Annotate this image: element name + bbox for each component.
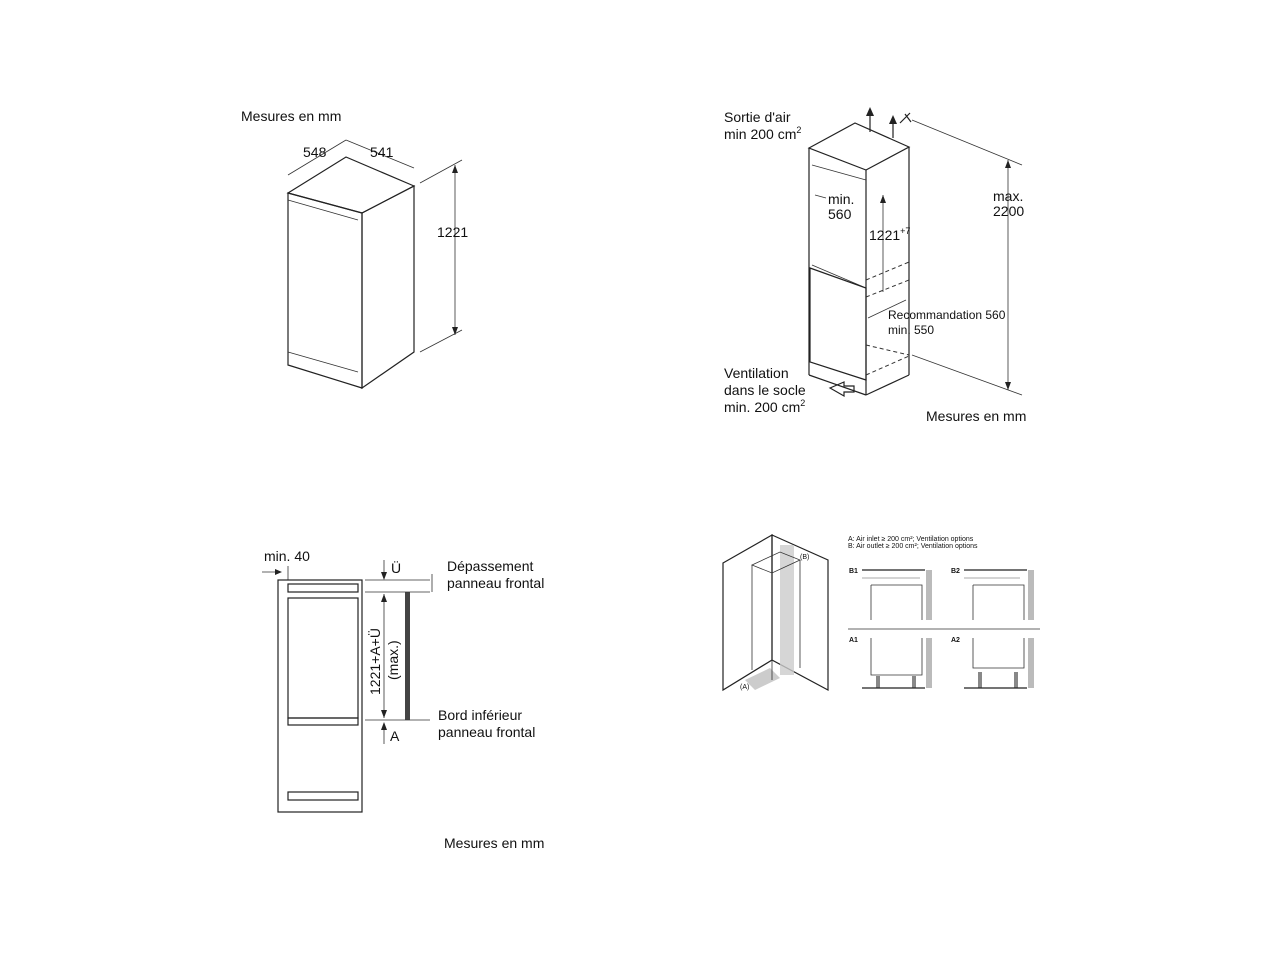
dimension-lines [814, 119, 1023, 396]
label-a: (A) [740, 684, 749, 691]
appliance-dimensions-drawing: Mesures en mm 548 541 1221 [241, 108, 468, 390]
max-height-label: max. [993, 188, 1023, 204]
bottom-a-label: A [390, 728, 400, 744]
appliance-outline [286, 156, 416, 390]
air-outlet-label: Sortie d'air [724, 109, 791, 125]
depth-dimension: 548 [303, 144, 327, 160]
height-formula: 1221+A+Ü [366, 628, 383, 695]
overhang-u-label: Ü [391, 559, 401, 576]
units-label: Mesures en mm [241, 108, 341, 124]
max-height-value: 2200 [993, 203, 1024, 219]
label-b: (B) [800, 554, 809, 561]
air-outlet-area: min 200 cm2 [724, 125, 801, 142]
air-arrows [828, 107, 912, 398]
niche-outline [807, 122, 911, 396]
panel-b1-label: B1 [849, 568, 858, 575]
niche-height: 1221+7 [869, 226, 910, 243]
option-a2: A2 [951, 637, 1034, 689]
ventilation-isometric [722, 533, 829, 692]
niche-dimensions-drawing: Sortie d'air min 200 cm2 [724, 107, 1026, 424]
panel-a1-label: A1 [849, 637, 858, 644]
depth-minimum: min. 550 [888, 323, 934, 337]
option-b1: B1 [849, 568, 932, 620]
height-dimension: 1221 [437, 224, 468, 240]
height-max: (max.) [385, 640, 401, 680]
overhang-label: Dépassement [447, 558, 533, 574]
front-panel-drawing: min. 40 Ü A Dépassement pannea [262, 548, 544, 851]
ventilation-options-drawing: (A) (B) A: Air inlet ≥ 200 cm²; Ventilat… [722, 533, 1040, 692]
ventilation-location: dans le socle [724, 382, 806, 398]
min-gap-label: min. 40 [264, 548, 310, 564]
cabinet-section [277, 579, 410, 813]
option-a1: A1 [849, 637, 932, 689]
bottom-edge-label-2: panneau frontal [438, 724, 535, 740]
ventilation-area: min. 200 cm2 [724, 398, 805, 415]
units-label: Mesures en mm [926, 408, 1026, 424]
dimension-lines [287, 139, 463, 353]
legend-b: B: Air outlet ≥ 200 cm²; Ventilation opt… [848, 543, 978, 550]
dimension-lines [365, 560, 433, 744]
option-b2: B2 [951, 568, 1034, 620]
depth-recommendation: Recommandation 560 [888, 308, 1006, 322]
ventilation-label: Ventilation [724, 365, 789, 381]
panel-a2-label: A2 [951, 637, 960, 644]
units-label: Mesures en mm [444, 835, 544, 851]
overhang-label-2: panneau frontal [447, 575, 544, 591]
bottom-edge-label: Bord inférieur [438, 707, 522, 723]
panel-b2-label: B2 [951, 568, 960, 575]
width-dimension: 541 [370, 144, 394, 160]
niche-width-value: 560 [828, 206, 852, 222]
niche-width-label: min. [828, 191, 854, 207]
legend-a: A: Air inlet ≥ 200 cm²; Ventilation opti… [848, 536, 974, 543]
